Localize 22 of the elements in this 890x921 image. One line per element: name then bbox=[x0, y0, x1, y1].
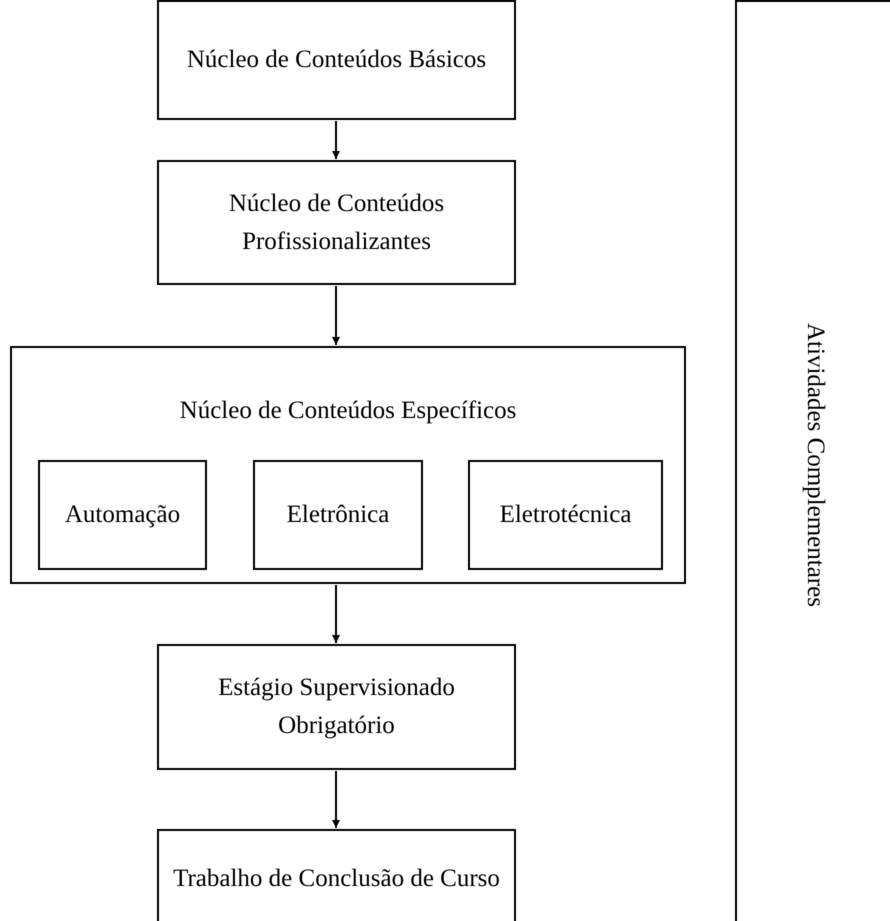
box-label: Núcleo de Conteúdos Específicos bbox=[180, 396, 516, 426]
process-box bbox=[157, 0, 516, 120]
box-label: Núcleo de Conteúdos Profissionalizantes bbox=[228, 188, 446, 256]
process-box bbox=[10, 346, 686, 584]
process-box bbox=[157, 644, 516, 770]
process-box bbox=[735, 0, 890, 921]
process-box bbox=[157, 829, 516, 921]
box-label: Eletrônica bbox=[286, 500, 390, 530]
box-label: Atividades Complementares bbox=[801, 323, 830, 607]
arrow bbox=[332, 771, 340, 828]
arrow bbox=[332, 286, 340, 345]
process-box bbox=[38, 460, 207, 570]
process-box bbox=[157, 160, 516, 285]
process-box bbox=[253, 460, 423, 570]
arrow bbox=[332, 121, 340, 159]
box-label: Automação bbox=[64, 500, 180, 530]
box-label: Estágio Supervisionado Obrigatório bbox=[217, 673, 456, 741]
process-box bbox=[468, 460, 663, 570]
box-label: Trabalho de Conclusão de Curso bbox=[173, 864, 500, 894]
box-label: Núcleo de Conteúdos Básicos bbox=[186, 45, 486, 75]
box-label: Eletrotécnica bbox=[500, 500, 632, 530]
arrow bbox=[332, 585, 340, 643]
